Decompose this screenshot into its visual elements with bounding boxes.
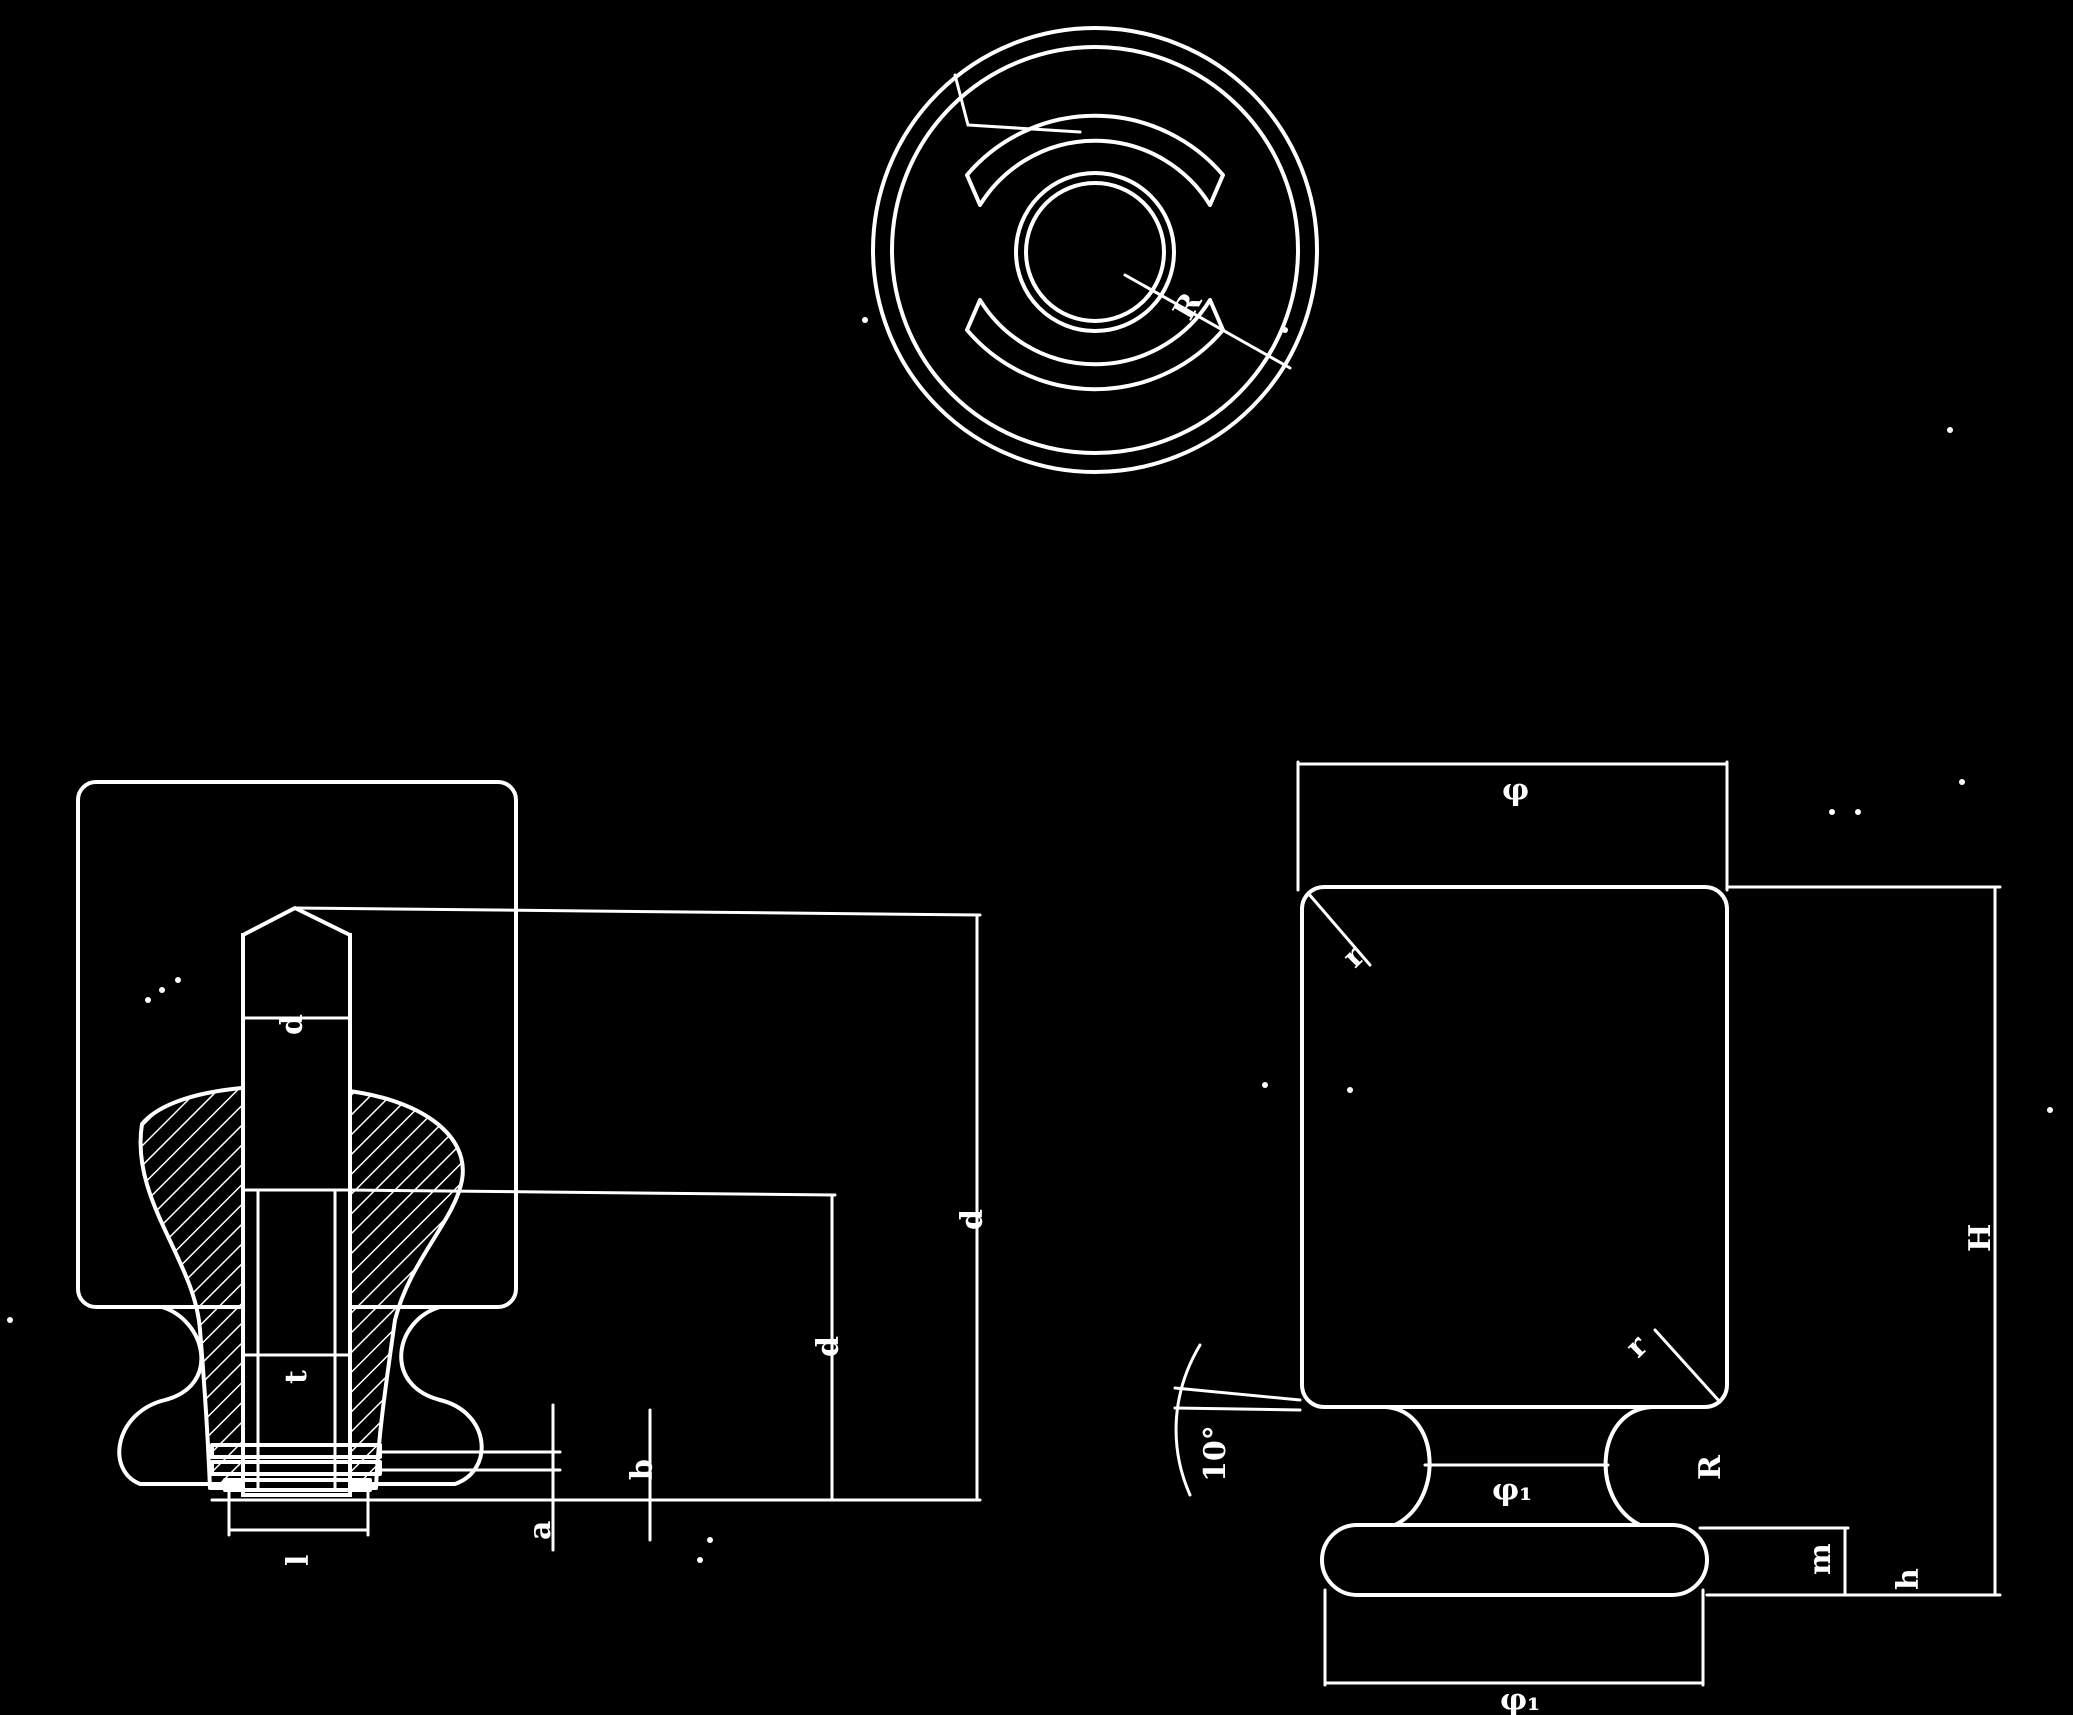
plan-radius-line: [1123, 273, 1292, 370]
section-view: d t d d a b l: [76, 780, 990, 1566]
elev-base-height-label: h: [1891, 1568, 1926, 1590]
plan-upper-slot: [965, 113, 1225, 207]
elev-neck-dia-label: φ₁: [1492, 1473, 1532, 1508]
plan-outer-ring: [871, 26, 1319, 474]
section-base-width-label: l: [281, 1555, 316, 1566]
plan-leader-top: [953, 73, 970, 127]
plan-view: R: [871, 26, 1319, 474]
section-pin-tip: [241, 906, 352, 940]
elev-radius-bottom-label: r: [1619, 1328, 1656, 1365]
elev-radius-top-leader: [1306, 891, 1372, 967]
section-gap-a-label: a: [523, 1521, 558, 1540]
elev-top-dia-label: φ: [1502, 773, 1529, 808]
elev-radius-bottom-leader: [1653, 1328, 1722, 1404]
scan-noise: [7, 317, 2053, 1563]
elev-base-flange: [1320, 1523, 1709, 1597]
section-overall-depth-ext-top: [293, 906, 982, 917]
elev-radius-top-label: r: [1336, 938, 1373, 975]
plan-second-ring: [890, 45, 1300, 455]
plan-bore-outer: [1014, 171, 1176, 333]
elev-neck-left: [1383, 1405, 1432, 1527]
plan-bore-inner: [1024, 181, 1166, 323]
elev-neck-right: [1603, 1405, 1654, 1527]
section-bore-label: t: [279, 1370, 314, 1384]
plan-lower-slot: [965, 298, 1225, 392]
elev-main-body: [1300, 885, 1729, 1409]
elev-angle-arc: [1174, 1343, 1202, 1497]
elevation-view: φ r r φ₁ R φ₁ H m h 10°: [1173, 760, 2002, 1715]
elev-neck-radius-label: R: [1693, 1454, 1728, 1480]
elev-angle-line-1: [1173, 1386, 1302, 1402]
elev-base-dia-label: φ₁: [1500, 1683, 1540, 1715]
section-pin-bore: [241, 933, 352, 1497]
plan-leader-bar: [966, 123, 1082, 134]
section-gap-b-label: b: [625, 1459, 660, 1480]
section-overall-depth-label: d: [955, 1209, 990, 1230]
section-base-plate-2: [210, 1460, 382, 1476]
section-inner-depth-ext-top: [348, 1188, 837, 1197]
elev-base-thickness-label: m: [1803, 1543, 1838, 1575]
section-inner-depth-label: d: [811, 1336, 846, 1357]
elev-height-label: H: [1963, 1224, 1998, 1252]
section-pin-width-label: d: [275, 1014, 310, 1035]
section-base-plate-3: [223, 1478, 372, 1492]
elev-angle-label: 10°: [1198, 1425, 1233, 1482]
elev-angle-line-2: [1173, 1406, 1302, 1412]
